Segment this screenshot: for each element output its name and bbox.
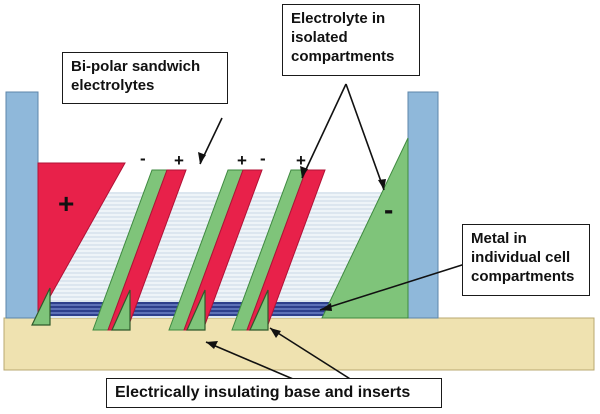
label-bipolar: Bi-polar sandwich electrolytes (62, 52, 228, 104)
bipolar-plate-2 (168, 169, 263, 331)
minus-sign-2: - (260, 149, 266, 168)
negative-electrode (321, 137, 409, 319)
insulating-base (3, 317, 595, 371)
pointer-arrows (199, 83, 485, 383)
arrow-base-2 (269, 327, 356, 383)
cathode-sign: - (384, 194, 394, 225)
insert-1 (31, 287, 51, 326)
arrow-metal (319, 257, 485, 311)
plus-sign-1: + (174, 151, 184, 170)
positive-electrode (37, 162, 126, 320)
plus-sign-3: + (296, 151, 306, 170)
label-metal: Metal in individual cell compartments (462, 224, 590, 296)
plus-sign-2: + (237, 151, 247, 170)
insert-3 (186, 289, 206, 331)
left-wall (5, 91, 39, 319)
arrow-heads (198, 152, 386, 349)
arrow-isolated-right (345, 83, 385, 191)
right-wall (407, 91, 439, 319)
minus-sign-1: - (140, 149, 146, 168)
insert-4 (249, 289, 269, 331)
anode-sign: + (58, 188, 75, 219)
label-isolated: Electrolyte in isolated compartments (282, 4, 420, 76)
arrow-isolated-left (301, 83, 347, 179)
label-base: Electrically insulating base and inserts (106, 378, 442, 408)
arrow-base-1 (205, 341, 301, 383)
insert-2 (111, 289, 131, 331)
